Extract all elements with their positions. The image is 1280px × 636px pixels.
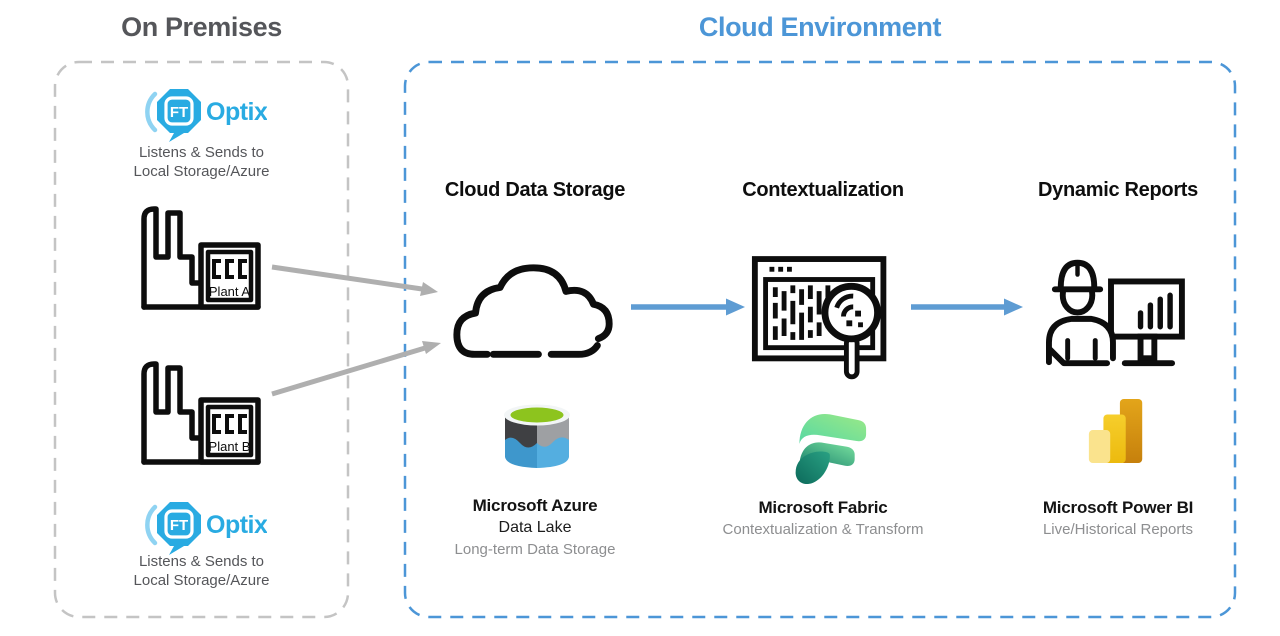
powerbi-product-name: Microsoft Power BI [1042, 498, 1194, 517]
arrow-head [726, 298, 745, 316]
lens-detail [834, 293, 854, 317]
factory-window [205, 249, 254, 303]
window-bracket [212, 259, 221, 279]
factory-icon-plant-a: Plant A [141, 206, 261, 310]
optix-badge-text: FT [170, 517, 188, 534]
arrow-head [420, 282, 438, 296]
data-search-icon [751, 256, 887, 380]
factory-chimneys [141, 206, 204, 310]
window-bracket [225, 259, 234, 279]
plant-b-label: Plant B [209, 439, 251, 454]
powerbi-caption: Microsoft Power BI Live/Historical Repor… [998, 496, 1238, 541]
lens-dots [846, 310, 863, 328]
cloud-icon [453, 264, 613, 358]
optix-wordmark: Optix [206, 98, 267, 126]
window-bracket [238, 414, 247, 434]
engineer [1046, 259, 1116, 367]
magnifier-handle [843, 335, 860, 380]
caption-line-1: Listens & Sends to [138, 553, 265, 570]
caption-line-2: Local Storage/Azure [133, 572, 270, 589]
optix-bubble [157, 89, 201, 142]
factory-window [205, 404, 254, 458]
optix-badge-frame [164, 96, 194, 126]
azure-product-line2: Data Lake [498, 519, 572, 536]
optix-badge-text: FT [170, 104, 188, 121]
azure-product-name: Microsoft Azure [472, 496, 598, 515]
optix-badge-frame [164, 509, 194, 539]
factory-chimneys [141, 361, 204, 465]
microsoft-fabric-logo [795, 413, 867, 485]
plant-a-label: Plant A [209, 284, 251, 299]
azure-caption: Microsoft Azure Data Lake Long-term Data… [415, 494, 655, 561]
optix-arc [145, 91, 158, 133]
arrow-head [422, 341, 441, 354]
window-bracket [238, 259, 247, 279]
optix-arc [145, 504, 158, 546]
arrow-plant-b-to-cloud [271, 341, 441, 397]
fabric-caption: Microsoft Fabric Contextualization & Tra… [703, 496, 943, 541]
window-bracket [212, 414, 221, 434]
powerbi-subtitle: Live/Historical Reports [1042, 521, 1194, 538]
header-contextualization: Contextualization [742, 179, 904, 201]
azure-subtitle: Long-term Data Storage [454, 541, 616, 558]
arrow-contextualization-to-reports [911, 298, 1023, 316]
header-dynamic-reports: Dynamic Reports [1038, 179, 1198, 201]
engineer-monitor-icon [1046, 259, 1185, 367]
cloud-environment-title: Cloud Environment [698, 12, 942, 42]
on-premises-boundary [53, 60, 350, 619]
fabric-subtitle: Contextualization & Transform [722, 521, 924, 538]
azure-data-lake-icon [504, 404, 570, 468]
data-bars [772, 285, 831, 340]
factory-icon-plant-b: Plant B [141, 361, 261, 465]
arrow-storage-to-contextualization [631, 298, 745, 316]
optix-bubble [157, 502, 201, 555]
window-dots [769, 266, 792, 272]
arrow-head [1004, 298, 1023, 316]
ft-optix-logo-top: FT Optix [145, 89, 267, 142]
magnifier-lens [821, 282, 881, 343]
ft-optix-logo-bottom: FT Optix [145, 502, 267, 555]
optix-caption-bottom: Listens & Sends to Local Storage/Azure [55, 552, 348, 590]
monitor-stand [1137, 333, 1158, 362]
optix-wordmark: Optix [206, 511, 267, 539]
fabric-product-name: Microsoft Fabric [758, 498, 888, 517]
arrow-plant-a-to-cloud [271, 264, 438, 296]
caption-line-2: Local Storage/Azure [133, 163, 270, 180]
header-cloud-data-storage: Cloud Data Storage [444, 179, 626, 201]
optix-caption-top: Listens & Sends to Local Storage/Azure [55, 143, 348, 181]
window-bracket [225, 414, 234, 434]
monitor-bars [1137, 292, 1173, 330]
caption-line-1: Listens & Sends to [138, 144, 265, 161]
on-premises-title: On Premises [121, 12, 282, 42]
power-bi-logo [1088, 399, 1143, 464]
